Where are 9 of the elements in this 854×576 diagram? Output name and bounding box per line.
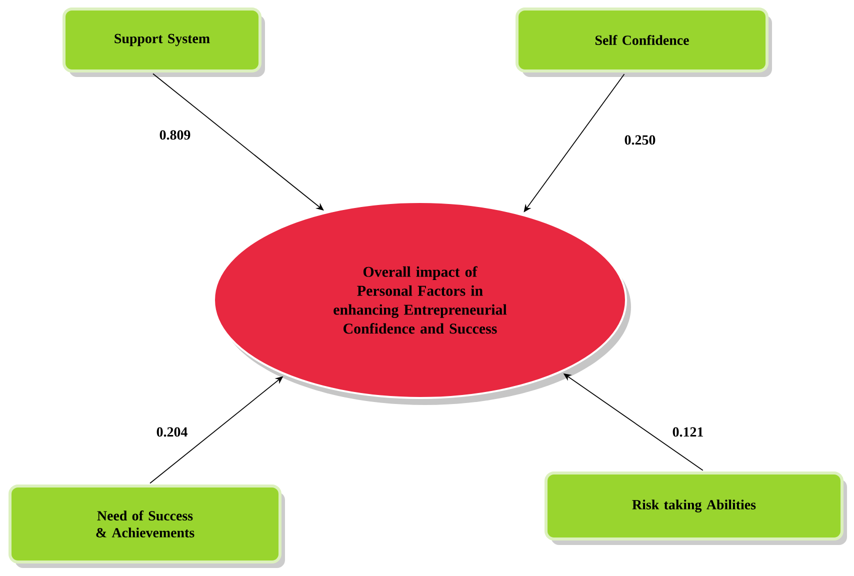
factor-box: Support System [62,8,265,77]
factor-box: Self Confidence [516,8,772,77]
edge-label: 0.121 [672,427,703,437]
edge-label: 0.250 [624,135,656,145]
edge-label: 0.809 [160,130,190,140]
edge-label: 0.204 [156,427,188,437]
factor-box: Need of Success & Achievements [8,484,285,568]
oval-node: Overall impact of Personal Factors in enhancing Entrepreneurial Confidence and Success [213,201,631,405]
factor-box: Risk taking Abilities [544,472,847,545]
